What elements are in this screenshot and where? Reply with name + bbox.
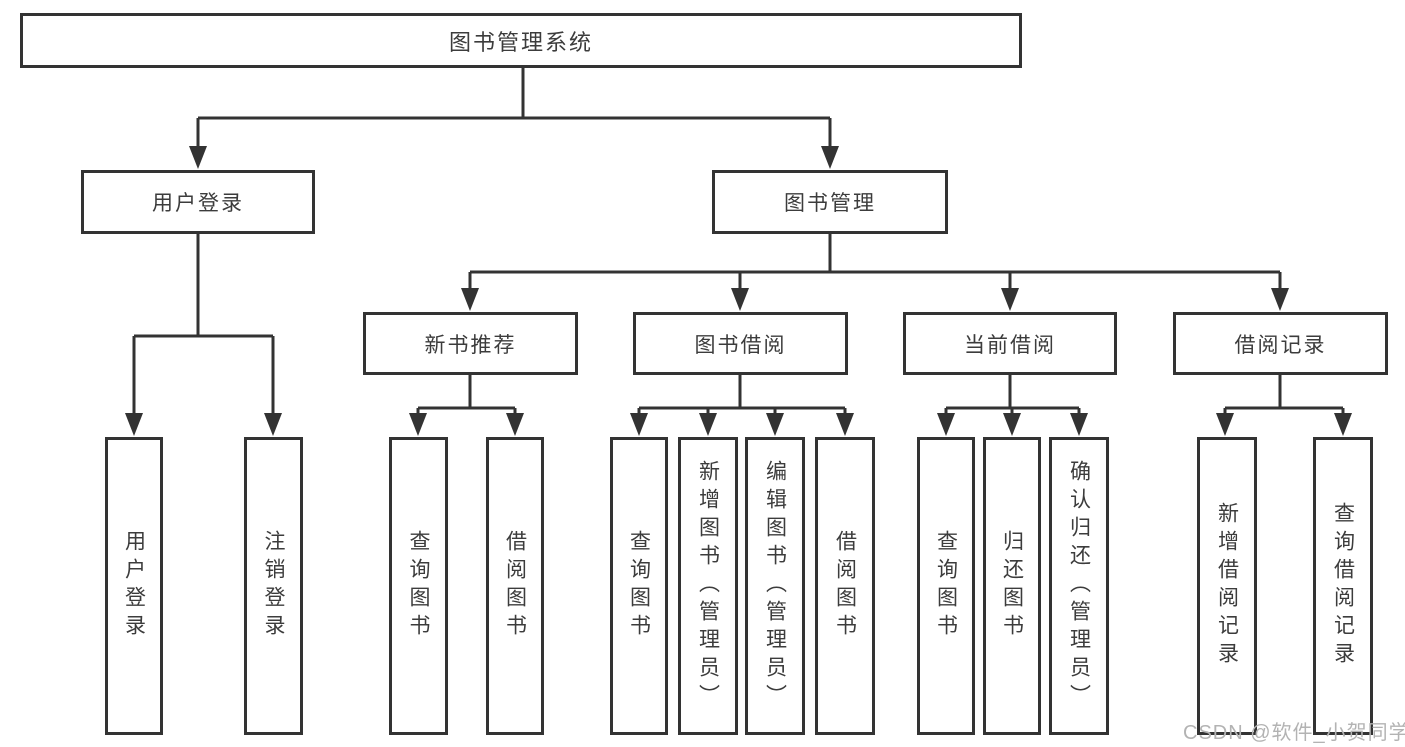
arrowhead	[461, 288, 479, 311]
leaf-return-book-label: 归还图书	[1000, 530, 1024, 642]
arrowhead	[1070, 413, 1088, 436]
node-book-borrow: 图书借阅	[633, 312, 848, 375]
leaf-borrow-books-1: 借阅图书	[486, 437, 544, 735]
arrowhead	[731, 288, 749, 311]
node-book-borrow-label: 图书借阅	[694, 333, 787, 357]
connector-book-borrow-split	[630, 375, 854, 436]
connector-root-split	[189, 68, 839, 169]
leaf-user-login: 用户登录	[105, 437, 163, 735]
leaf-add-borrow-record: 新增借阅记录	[1197, 437, 1257, 735]
leaf-query-books-2: 查询图书	[610, 437, 668, 735]
leaf-query-borrow-record-label: 查询借阅记录	[1331, 502, 1355, 670]
node-root-label: 图书管理系统	[448, 29, 593, 55]
arrowhead	[264, 413, 282, 436]
node-borrow-record: 借阅记录	[1173, 312, 1388, 375]
leaf-add-book-admin-label: 新增图书（管理员）	[696, 460, 720, 712]
arrowhead	[506, 413, 524, 436]
leaf-query-books-3-label: 查询图书	[934, 530, 958, 642]
leaf-query-books-1: 查询图书	[389, 437, 448, 735]
node-borrow-record-label: 借阅记录	[1234, 333, 1327, 357]
leaf-logout-label: 注销登录	[262, 530, 285, 642]
node-root: 图书管理系统	[20, 13, 1022, 68]
leaf-query-books-2-label: 查询图书	[627, 530, 651, 642]
node-user-login: 用户登录	[81, 170, 315, 234]
leaf-borrow-books-2-label: 借阅图书	[833, 530, 857, 642]
leaf-query-books-1-label: 查询图书	[407, 530, 430, 642]
arrowhead	[409, 413, 427, 436]
arrowhead	[125, 413, 143, 436]
connector-current-borrow-split	[937, 375, 1088, 436]
leaf-edit-book-admin: 编辑图书（管理员）	[745, 437, 805, 735]
leaf-query-borrow-record: 查询借阅记录	[1313, 437, 1373, 735]
arrowhead	[836, 413, 854, 436]
leaf-return-book: 归还图书	[983, 437, 1041, 735]
arrowhead	[937, 413, 955, 436]
node-current-borrow-label: 当前借阅	[964, 333, 1056, 357]
leaf-add-book-admin: 新增图书（管理员）	[678, 437, 738, 735]
node-book-management-label: 图书管理	[784, 192, 876, 215]
leaf-borrow-books-1-label: 借阅图书	[503, 530, 527, 642]
arrowhead	[699, 413, 717, 436]
arrowhead	[766, 413, 784, 436]
arrowhead	[1271, 288, 1289, 311]
csdn-watermark: CSDN @软件_小贺同学	[1183, 722, 1405, 744]
node-book-management: 图书管理	[712, 170, 948, 234]
leaf-add-borrow-record-label: 新增借阅记录	[1215, 502, 1239, 670]
arrowhead	[821, 146, 839, 169]
leaf-confirm-return-admin-label: 确认归还（管理员）	[1067, 460, 1091, 712]
leaf-user-login-label: 用户登录	[122, 530, 146, 642]
arrowhead	[189, 146, 207, 169]
leaf-query-books-3: 查询图书	[917, 437, 975, 735]
connector-borrow-record-split	[1216, 375, 1352, 436]
leaf-borrow-books-2: 借阅图书	[815, 437, 875, 735]
connector-book-management-split	[461, 234, 1289, 311]
arrowhead	[630, 413, 648, 436]
arrowhead	[1216, 413, 1234, 436]
node-current-borrow: 当前借阅	[903, 312, 1117, 375]
node-new-book-recommend-label: 新书推荐	[424, 333, 517, 357]
connector-user-login-split	[125, 234, 282, 436]
arrowhead	[1001, 288, 1019, 311]
node-user-login-label: 用户登录	[152, 192, 244, 215]
leaf-logout: 注销登录	[244, 437, 303, 735]
leaf-edit-book-admin-label: 编辑图书（管理员）	[763, 460, 787, 712]
node-new-book-recommend: 新书推荐	[363, 312, 578, 375]
arrowhead	[1334, 413, 1352, 436]
connector-new-book-recommend-split	[409, 375, 524, 436]
leaf-confirm-return-admin: 确认归还（管理员）	[1049, 437, 1109, 735]
arrowhead	[1003, 413, 1021, 436]
